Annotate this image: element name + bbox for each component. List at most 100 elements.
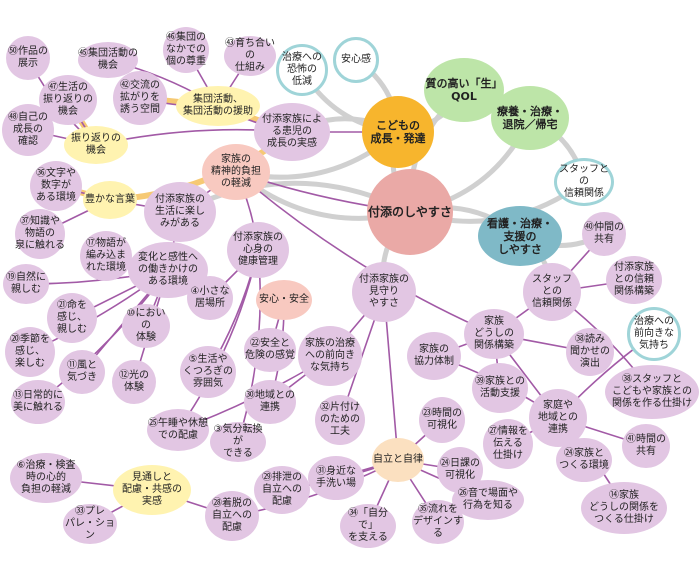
purple-link [235, 171, 495, 335]
node-label: ⑭家族 どうしの関係を つくる仕掛け [589, 490, 659, 525]
node-label: 見通しと 配慮・共感の 実感 [122, 472, 182, 507]
node-mimamori: 付添家族の 見守り やすさ [352, 262, 416, 322]
node-n40: ㊵仲間の 共有 [582, 212, 626, 256]
node-staff_rel: スタッフとの 信頼関係 [554, 158, 614, 206]
node-n50: ㊿作品の 展示 [6, 36, 50, 80]
node-label: ㊸育ち合いの 仕組み [225, 38, 275, 73]
node-label: ㉜片付け のための 工夫 [320, 402, 360, 437]
node-label: 家庭や 地域との 連携 [538, 400, 578, 435]
node-label: ㉝プレ パレ・ション [65, 506, 115, 541]
node-n26: ㉖音で場面や 行為を知る [452, 480, 524, 520]
node-n73: ㊳スタッフと こどもや家族との 関係を作る仕掛け [605, 365, 699, 419]
node-label: 付添のしやすさ [368, 205, 452, 219]
node-label: ㊻集団の なかでの 個の尊重 [166, 32, 206, 67]
node-n45: ㊺集団活動の 機会 [78, 42, 138, 78]
node-label: 変化と感性へ の働きかけの ある環境 [138, 252, 198, 287]
node-n14: ⑭家族 どうしの関係を つくる仕掛け [581, 482, 667, 534]
node-label: ㊿作品の 展示 [8, 46, 48, 69]
node-label: 家族の治療 への前向き な気持ち [305, 338, 355, 373]
node-label: ㉔家族と つくる環境 [559, 448, 609, 471]
node-label: ㊼生活の 振り返りの 機会 [43, 82, 93, 117]
node-n22: ㉒安全と 危険の感覚 [244, 328, 296, 372]
node-label: ㉚地域との 連携 [245, 390, 295, 413]
node-tsukisoi: 付添のしやすさ [367, 169, 453, 255]
node-furikaeri: 振り返りの 機会 [64, 126, 128, 164]
node-label: ⑪風と 気づき [67, 360, 97, 383]
node-seishin: 家族の 精神的負担 の軽減 [202, 144, 270, 200]
node-n21: ㉑命を 感じ、 親しむ [47, 293, 97, 343]
node-label: こどもの 成長・発達 [370, 119, 426, 145]
node-n30: ㉚地域との 連携 [244, 380, 296, 424]
node-label: 療養・治療・ 退院／帰宅 [497, 105, 563, 131]
node-n5: ⑤生活や くつろぎの 雰囲気 [180, 346, 236, 398]
node-n6: ⑥治療・検査 時の心的 負担の軽減 [10, 453, 82, 503]
node-n10: ⑩においの 体験 [122, 304, 170, 348]
node-jiritsu_kaku: 付添家族によ る患児の 成長の実感 [254, 103, 330, 161]
node-yutaka: 豊かな言葉 [83, 181, 137, 219]
node-label: 付添家族 との信頼 関係構築 [614, 262, 654, 297]
node-n47: ㊼生活の 振り返りの 機会 [39, 75, 97, 125]
node-n25: ㉕午睡や休憩 での配慮 [147, 409, 209, 451]
node-label: ⑩においの 体験 [126, 308, 166, 343]
node-qol: 質の高い「生」 QOL [424, 58, 504, 122]
node-label: ㊳読み 聞かせの 演出 [570, 334, 610, 369]
node-n41: ㊶時間の 共有 [622, 424, 670, 468]
node-label: 家族 どうしの 関係構築 [474, 316, 514, 351]
node-n13: ⑬日常的に 美に触れる [11, 380, 65, 424]
node-label: ④小さな 居場所 [190, 286, 230, 309]
node-ryoyo: 療養・治療・ 退院／帰宅 [491, 86, 569, 150]
node-label: ㉛身近な 手洗い場 [316, 466, 356, 489]
node-n17: ⑰物語が 編み込ま れた環境 [80, 231, 132, 281]
node-label: 振り返りの 機会 [71, 133, 121, 156]
node-anzen: 安心・安全 [256, 280, 312, 320]
node-kyoryoku: 家族の 協力体制 [407, 332, 461, 380]
node-label: ㉔日課の 可視化 [440, 458, 480, 481]
node-n39: ㊴家族との 活動支援 [472, 363, 528, 413]
node-label: ⑥治療・検査 時の心的 負担の軽減 [16, 460, 76, 495]
node-label: ㉗情報を 伝える 仕掛け [488, 426, 528, 461]
node-label: ㊵仲間の 共有 [584, 222, 624, 245]
node-label: 自立と自律 [373, 454, 423, 465]
node-n31: ㉛身近な 手洗い場 [308, 456, 364, 500]
node-fear: 治療への 恐怖の 低減 [276, 44, 328, 96]
node-kazoku_kokoro: 付添家族の 心身の 健康管理 [227, 222, 289, 278]
node-label: スタッフとの 信頼関係 [559, 164, 609, 199]
node-label: 豊かな言葉 [85, 194, 135, 205]
node-n34: ㉞「自分で」 を支える [340, 504, 396, 548]
node-n4: ④小さな 居場所 [187, 276, 233, 320]
node-label: 質の高い「生」 QOL [425, 77, 503, 103]
node-label: ㊱文字や 数字が ある環境 [36, 168, 76, 203]
node-label: ㊶時間の 共有 [626, 434, 666, 457]
node-tsukisoi_sei: 付添家族の 生活に楽し みがある [144, 182, 216, 242]
node-label: 治療への 恐怖の 低減 [282, 52, 322, 87]
node-label: 集団活動、 集団活動の援助 [183, 94, 253, 117]
node-n11: ⑪風と 気づき [59, 350, 105, 394]
node-label: 家族の 精神的負担 の軽減 [211, 154, 261, 189]
node-n12: ⑫光の 体験 [112, 360, 156, 404]
node-label: 付添家族の 心身の 健康管理 [233, 232, 283, 267]
node-label: 安心感 [341, 54, 371, 65]
node-label: ㊽自己の 成長の 確認 [8, 112, 48, 147]
node-label: 付添家族によ る患児の 成長の実感 [262, 114, 322, 149]
node-staff_shinrai: スタッフ との 信頼関係 [523, 263, 581, 321]
node-n29: ㉙排泄の 自立への 配慮 [254, 466, 310, 514]
node-jiritsu: 自立と自律 [372, 438, 424, 482]
node-label: 治療への 前向きな 気持ち [634, 316, 674, 351]
node-chiryo_zenmuki: 家族の治療 への前向き な気持ち [298, 326, 362, 386]
node-n37: ㊲知識や 物語の 泉に触れる [15, 209, 65, 259]
node-anshin: 安心感 [333, 37, 379, 83]
node-n28: ㉘着脱の 自立への 配慮 [205, 491, 259, 541]
node-n46: ㊻集団の なかでの 個の尊重 [163, 27, 209, 73]
node-n27: ㉗情報を 伝える 仕掛け [483, 419, 533, 469]
node-label: 家族の 協力体制 [414, 344, 454, 367]
node-label: 付添家族の 生活に楽し みがある [155, 194, 205, 229]
node-n23: ㉓時間の 可視化 [419, 397, 465, 443]
node-label: ㉒安全と 危険の感覚 [245, 338, 295, 361]
node-label: ⑳季節を 感じ、 楽しむ [10, 334, 50, 369]
node-label: ㉖音で場面や 行為を知る [458, 488, 518, 511]
node-label: ㉟流れを デザインする [413, 504, 463, 539]
node-label: ㊺集団活動の 機会 [78, 48, 138, 71]
node-n35: ㉟流れを デザインする [412, 500, 464, 544]
node-n36: ㊱文字や 数字が ある環境 [30, 161, 82, 211]
